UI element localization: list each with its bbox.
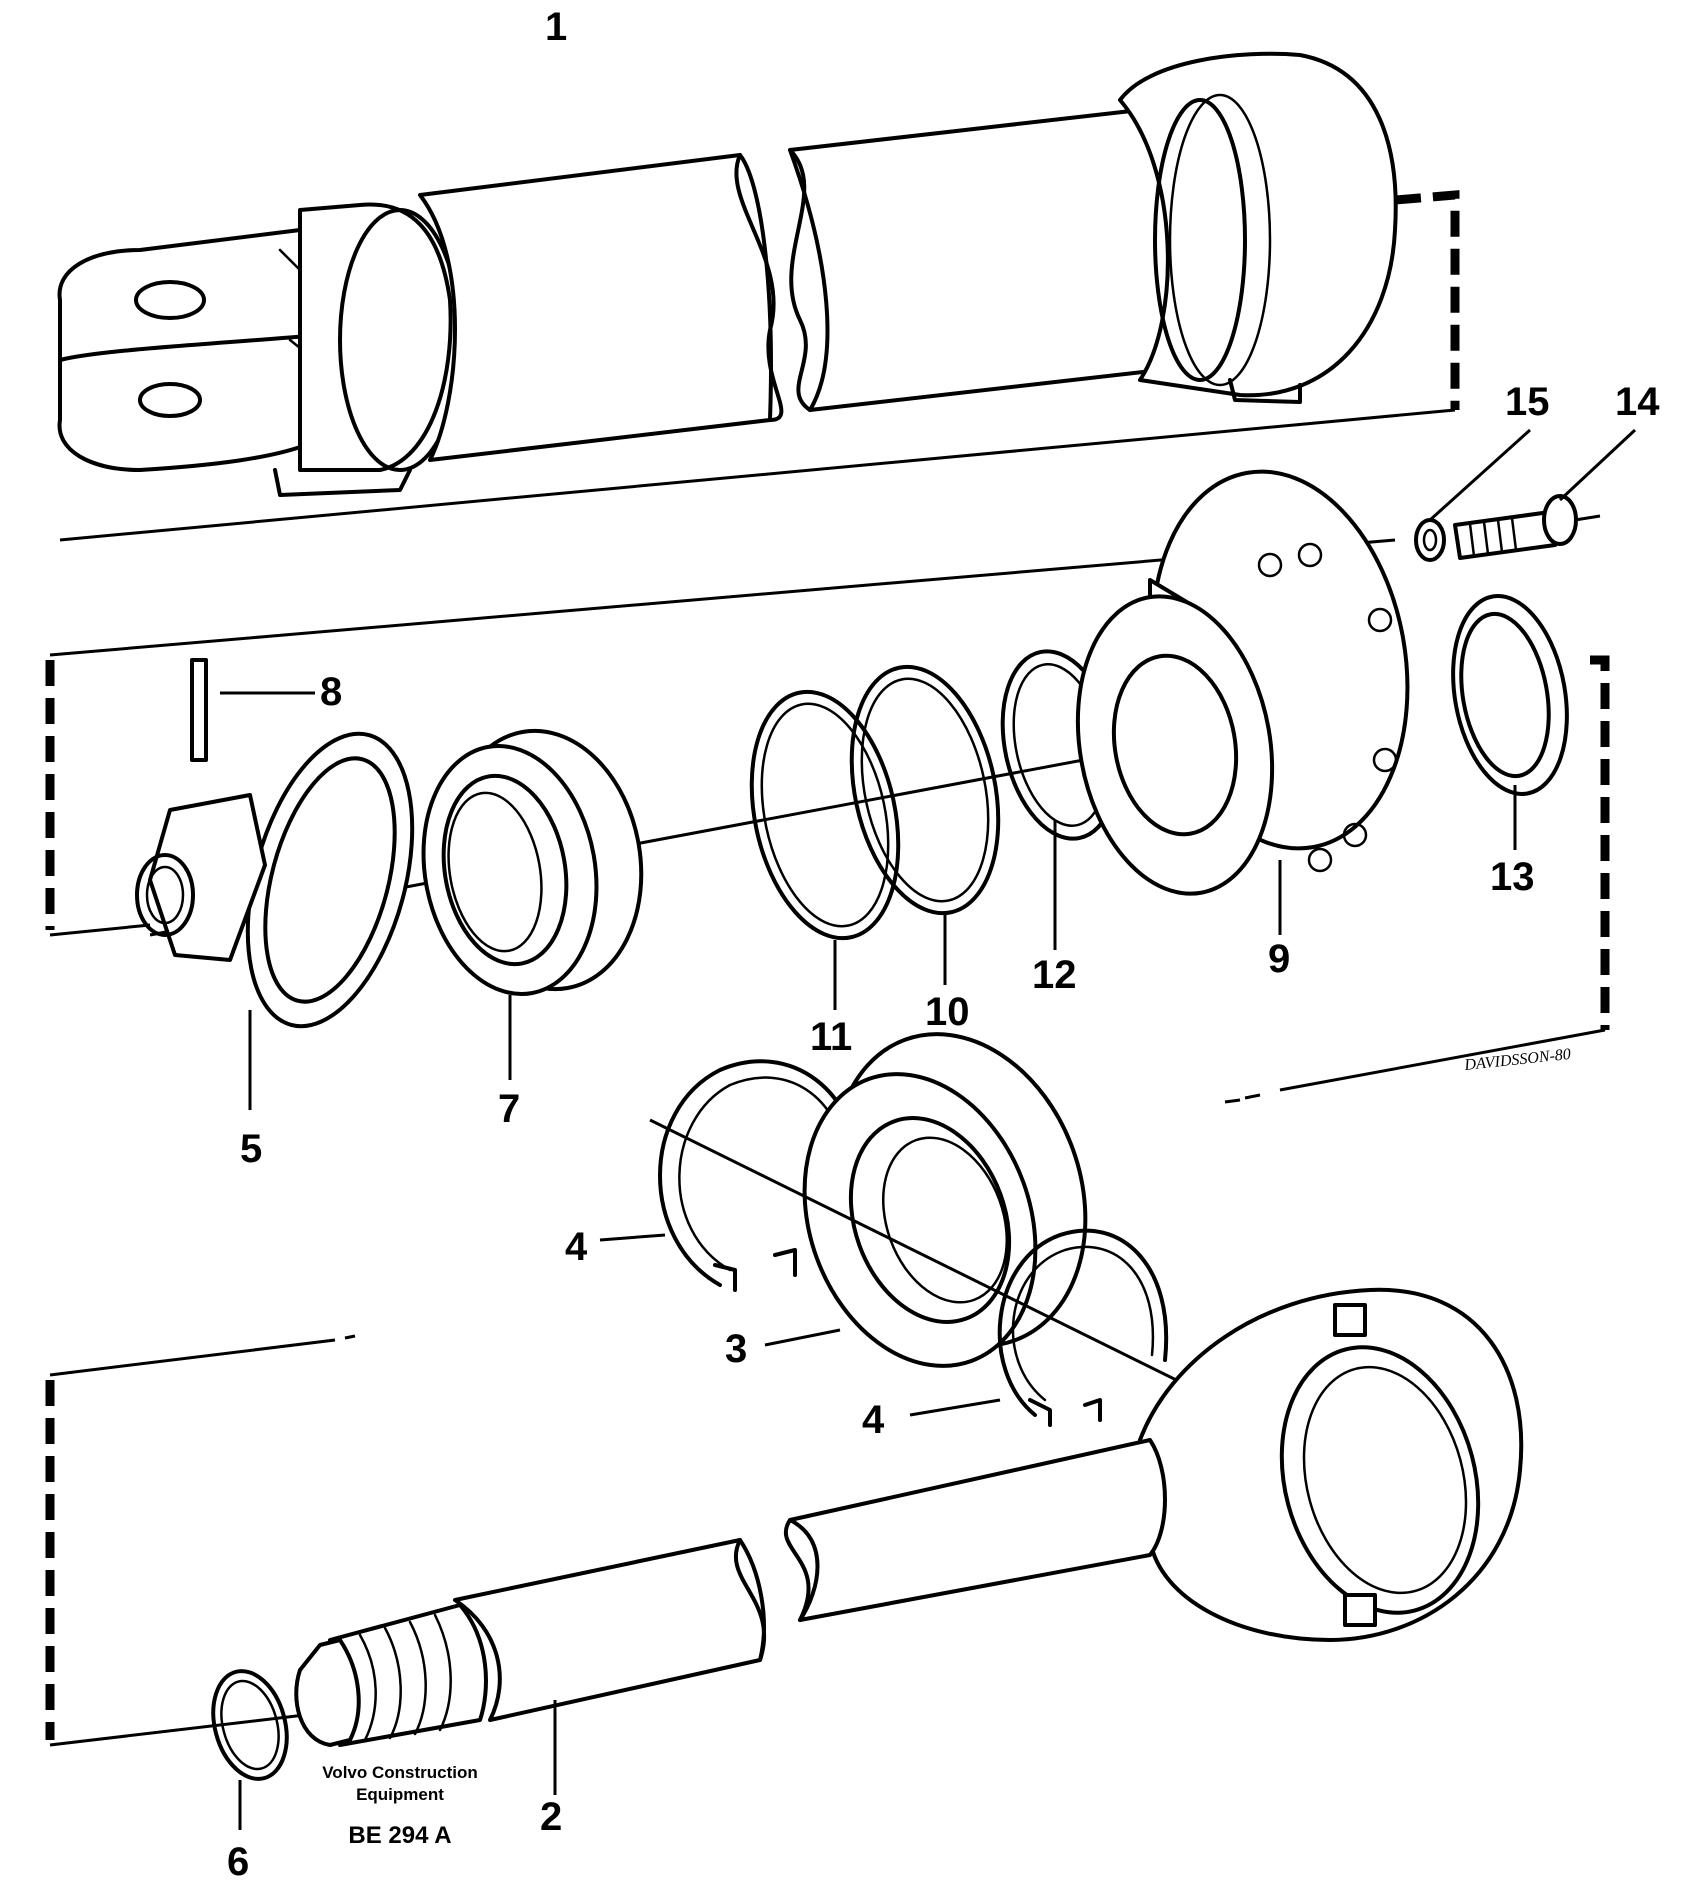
piston-rod-2 [294, 1287, 1524, 1795]
callout-6: 6 [227, 1840, 249, 1880]
seal-13 [1451, 594, 1569, 850]
footer-block: Volvo Construction Equipment BE 294 A [322, 1763, 478, 1849]
callout-5: 5 [240, 1127, 262, 1171]
callout-2: 2 [540, 1795, 562, 1839]
brand-line-1: Volvo Construction [322, 1763, 478, 1782]
callout-9: 9 [1268, 937, 1290, 981]
bolt-14-washer-15 [1414, 428, 1637, 562]
callout-8: 8 [320, 670, 342, 714]
ring-10 [849, 664, 1001, 985]
circlip-4-lower [909, 1228, 1169, 1427]
brand-line-2: Equipment [356, 1785, 444, 1804]
callout-7: 7 [498, 1087, 520, 1131]
ring-11 [749, 689, 901, 1010]
callout-12: 12 [1032, 953, 1077, 997]
drawing-code: BE 294 A [348, 1822, 451, 1849]
callout-15: 15 [1505, 380, 1550, 424]
callout-10: 10 [925, 990, 970, 1034]
callout-4-lower: 4 [862, 1398, 885, 1442]
callout-labels: 1 2 3 4 4 5 6 7 8 9 10 11 12 13 14 15 [227, 5, 1660, 1880]
piston-nut-5 [135, 731, 415, 1110]
piston-7 [421, 728, 644, 1080]
callout-1: 1 [545, 5, 567, 49]
oring-6 [211, 1669, 289, 1830]
pin-8 [190, 658, 315, 762]
callout-4-upper: 4 [565, 1225, 588, 1269]
callout-13: 13 [1490, 855, 1535, 899]
cylinder-head-9 [1075, 469, 1410, 935]
callout-3: 3 [725, 1327, 747, 1371]
callout-14: 14 [1615, 380, 1660, 424]
cylinder-barrel [57, 51, 1398, 497]
spherical-bearing-3 [764, 1032, 1088, 1368]
callout-11: 11 [810, 1015, 852, 1059]
artist-signature: DAVIDSSON-80 [1463, 1046, 1572, 1074]
